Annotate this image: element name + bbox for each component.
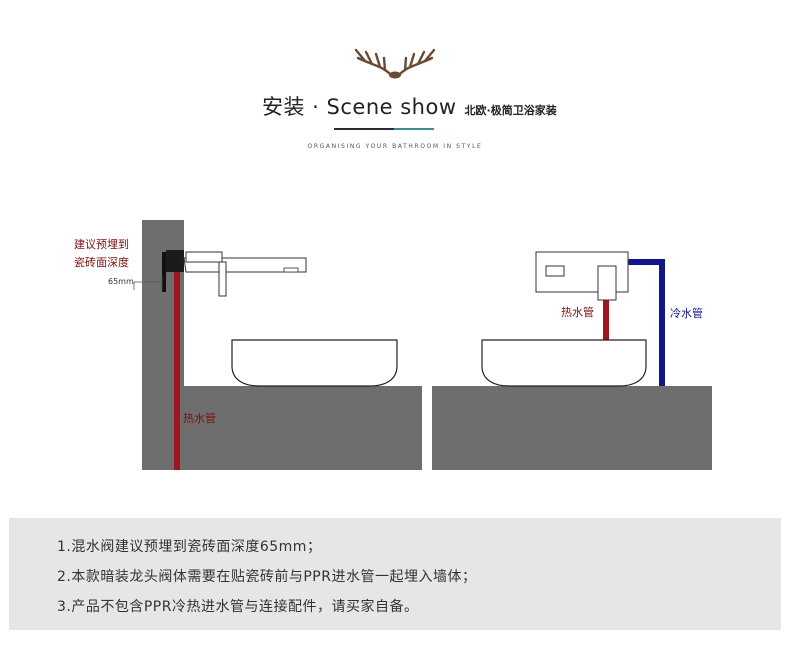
basin [231, 339, 398, 387]
annotation-line-2: 瓷砖面深度 [74, 256, 129, 269]
depth-label: 65mm [108, 277, 134, 286]
page-header: 安装 · Scene show 北欧·极简卫浴家装 ORGANISING YOU… [0, 0, 790, 170]
countertop-right [432, 386, 712, 470]
cold-pipe-label: 冷水管 [670, 307, 703, 320]
cold-pipe [628, 259, 665, 386]
hot-pipe-right [603, 286, 609, 340]
note-3: 3.产品不包含PPR冷热进水管与连接配件，请买家自备。 [57, 599, 419, 615]
hot-pipe-label-right: 热水管 [561, 306, 594, 319]
countertop [184, 386, 422, 470]
valve-body [166, 250, 184, 272]
installation-diagram: 建议预埋到 瓷砖面深度 65mm 热水管 热水管 冷水管 [0, 190, 790, 490]
basin-right [481, 339, 647, 387]
faucet-handle [185, 251, 223, 263]
title-row: 安装 · Scene show 北欧·极简卫浴家装 [262, 91, 557, 121]
left-scene [133, 220, 422, 470]
note-2: 2.本款暗装龙头阀体需要在贴瓷砖前与PPR进水管一起埋入墙体； [57, 569, 477, 585]
hot-pipe [174, 272, 180, 470]
notes-panel: 1.混水阀建议预埋到瓷砖面深度65mm； 2.本款暗装龙头阀体需要在贴瓷砖前与P… [9, 518, 781, 630]
tagline: ORGANISING YOUR BATHROOM IN STYLE [307, 143, 483, 150]
antler-logo-icon [354, 48, 436, 79]
right-scene [432, 251, 712, 470]
note-1: 1.混水阀建议预埋到瓷砖面深度65mm； [57, 539, 322, 555]
hot-pipe-label-left: 热水管 [183, 412, 216, 425]
title-underline [334, 128, 434, 130]
page-subtitle: 北欧·极简卫浴家装 [464, 104, 557, 117]
page-title: 安装 · Scene show [262, 95, 457, 119]
valve-handle [597, 265, 617, 301]
annotation-line-1: 建议预埋到 [74, 238, 129, 251]
valve-plate [162, 252, 166, 292]
